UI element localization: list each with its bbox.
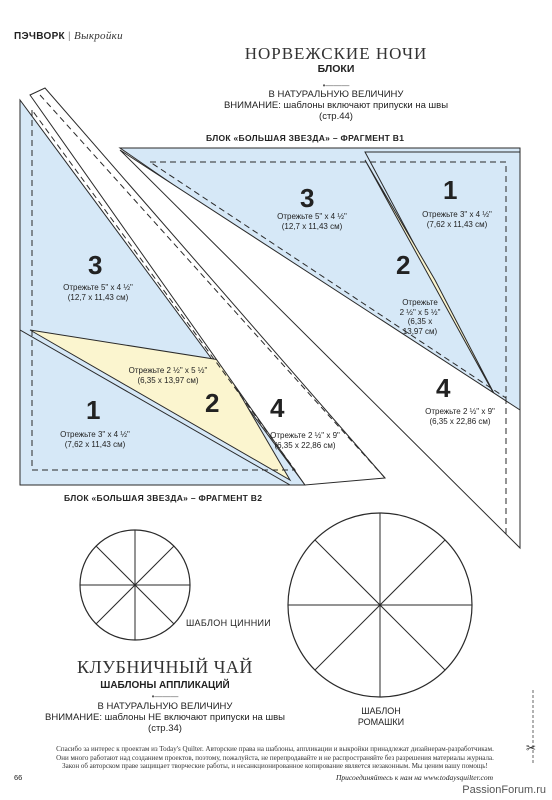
b2-piece-4-cut: Отрежьте 2 ½" х 9" <box>270 431 340 440</box>
page-number: 66 <box>14 773 23 782</box>
b2-piece-3-number: 3 <box>88 250 103 280</box>
b1-piece-1-cm: (7,62 х 11,43 см) <box>426 220 488 229</box>
join-link[interactable]: Присоединяйтесь к нам на www.todaysquilt… <box>336 773 494 782</box>
b2-seam-line-2 <box>39 94 386 479</box>
b1-piece-1-number: 1 <box>443 175 458 205</box>
fragment-b1-drawing <box>118 147 521 550</box>
daisy-template-drawing <box>287 512 473 698</box>
b2-piece-2-shape <box>29 329 292 482</box>
copyright-line1: Спасибо за интерес к проектам из Today's… <box>56 745 494 753</box>
b1-piece-4-label: Отрежьте 2 ½" х 9" (6,35 х 22,86 см) <box>410 407 510 427</box>
b1-piece-3-cut: Отрежьте 5" х 4 ½" <box>277 212 347 221</box>
copyright-notice: Спасибо за интерес к проектам из Today's… <box>20 745 530 771</box>
zinnia-template-drawing <box>79 529 191 641</box>
copyright-line3: Закон об авторском праве защищает творче… <box>62 762 488 770</box>
b2-piece-4-cm: (6,35 х 22,86 см) <box>274 441 336 450</box>
block2-note-line2: ВНИМАНИЕ: шаблоны НЕ включают припуски н… <box>45 712 285 723</box>
block2-note-line3: (стр.34) <box>148 723 182 734</box>
b1-piece-3-number: 3 <box>300 183 315 213</box>
b1-piece-2-cm1: (6,35 х <box>407 317 433 326</box>
fragment-b1-label: БЛОК «БОЛЬШАЯ ЗВЕЗДА» – ФРАГМЕНТ B1 <box>206 133 405 143</box>
block2-separator: •——— <box>151 692 179 701</box>
b2-piece-1-cut: Отрежьте 3" х 4 ½" <box>60 430 130 439</box>
b2-piece-3-cut: Отрежьте 5" х 4 ½" <box>63 283 133 292</box>
b1-piece-2-cm2: 13,97 см) <box>402 326 438 336</box>
header-subsection: Выкройки <box>74 30 123 42</box>
b1-piece-2-number: 2 <box>396 250 411 280</box>
block1-notes: В НАТУРАЛЬНУЮ ВЕЛИЧИНУ ВНИМАНИЕ: шаблоны… <box>60 89 552 122</box>
scissors-icon: ✂ <box>526 741 536 755</box>
page-header: ПЭЧВОРК | Выкройки <box>14 30 123 42</box>
b2-piece-2-cut: Отрежьте 2 ½" х 5 ½" <box>128 366 208 375</box>
block2-title: КЛУБНИЧНЫЙ ЧАЙ <box>77 657 253 677</box>
block2-header: КЛУБНИЧНЫЙ ЧАЙ ШАБЛОНЫ АППЛИКАЦИЙ •——— В… <box>40 657 290 734</box>
block1-subtitle: БЛОКИ <box>317 63 355 75</box>
b2-seam-line <box>31 108 296 471</box>
block2-subtitle: ШАБЛОНЫ АППЛИКАЦИЙ <box>100 680 230 691</box>
b1-piece-4-cut: Отрежьте 2 ½" х 9" <box>425 407 495 416</box>
block1-note-line2: ВНИМАНИЕ: шаблоны включают припуски на ш… <box>223 100 449 111</box>
b2-piece-1-cm: (7,62 х 11,43 см) <box>64 440 126 449</box>
b2-piece-1-shape <box>19 329 292 486</box>
block1-title: НОРВЕЖСКИЕ НОЧИ <box>244 44 428 63</box>
b2-piece-4-number: 4 <box>270 393 285 423</box>
b2-piece-3-cm: (12,7 х 11,43 см) <box>67 293 129 302</box>
block1-separator: •——— <box>322 81 350 90</box>
b2-piece-2-number: 2 <box>205 388 220 418</box>
b1-piece-2-cut2: 2 ½" х 5 ½" <box>399 307 441 317</box>
header-section: ПЭЧВОРК <box>14 31 65 42</box>
b2-piece-4-label: Отрежьте 2 ½" х 9" (6,35 х 22,86 см) <box>255 431 355 451</box>
b2-piece-2-cm: (6,35 х 13,97 см) <box>137 376 199 385</box>
b1-piece-2-shape <box>364 159 501 406</box>
block1-note-line3: (стр.44) <box>319 111 353 122</box>
b1-piece-4-number: 4 <box>436 373 451 403</box>
b2-piece-2-label: Отрежьте 2 ½" х 5 ½" (6,35 х 13,97 см) <box>122 366 214 386</box>
daisy-label-line2: РОМАШКИ <box>357 717 405 727</box>
b1-piece-2-cut1: Отрежьте <box>402 298 438 307</box>
fragment-b2-label: БЛОК «БОЛЬШАЯ ЗВЕЗДА» – ФРАГМЕНТ B2 <box>64 493 263 503</box>
b1-piece-4-cm: (6,35 х 22,86 см) <box>429 417 491 426</box>
b1-seam-line <box>148 161 507 399</box>
b1-piece-3-label: Отрежьте 5" х 4 ½" (12,7 х 11,43 см) <box>262 212 362 232</box>
b2-piece-3-label: Отрежьте 5" х 4 ½" (12,7 х 11,43 см) <box>48 283 148 303</box>
watermark: PassionForum.ru <box>462 784 546 796</box>
block1-note-line1: В НАТУРАЛЬНУЮ ВЕЛИЧИНУ <box>268 89 404 100</box>
b1-piece-1-label: Отрежьте 3" х 4 ½" (7,62 х 11,43 см) <box>407 210 507 230</box>
daisy-label: ШАБЛОН РОМАШКИ <box>346 706 416 728</box>
daisy-label-line1: ШАБЛОН <box>361 706 401 716</box>
b1-piece-3-cm: (12,7 х 11,43 см) <box>281 222 343 231</box>
block2-note-line1: В НАТУРАЛЬНУЮ ВЕЛИЧИНУ <box>97 701 233 712</box>
fragment-b2-drawing <box>19 87 387 486</box>
b2-piece-1-number: 1 <box>86 395 101 425</box>
copyright-line2: Они много работают над созданием проекто… <box>56 753 494 762</box>
zinnia-label: ШАБЛОН ЦИННИИ <box>186 618 272 628</box>
b1-piece-2-label: Отрежьте 2 ½" х 5 ½" (6,35 х 13,97 см) <box>380 298 460 336</box>
b2-piece-1-label: Отрежьте 3" х 4 ½" (7,62 х 11,43 см) <box>45 430 145 450</box>
b1-piece-4-shape <box>119 149 521 550</box>
b1-piece-1-cut: Отрежьте 3" х 4 ½" <box>422 210 492 219</box>
